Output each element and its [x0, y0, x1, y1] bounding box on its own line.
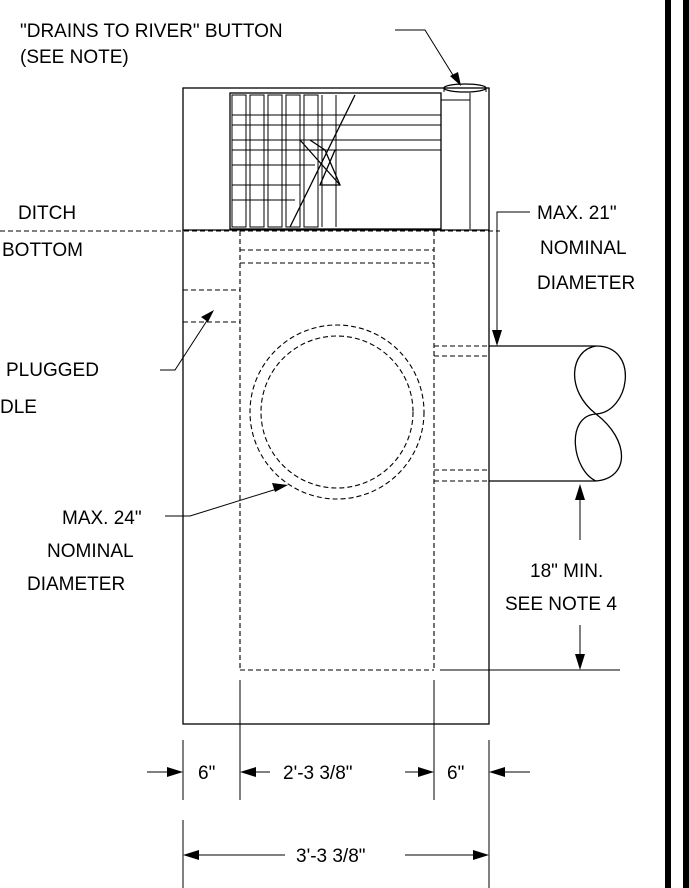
overall-width-dimension: 3'-3 3/8" [296, 846, 366, 867]
drains-button-label-1: "DRAINS TO RIVER" BUTTON [20, 21, 283, 42]
width-dimension-row [147, 680, 530, 888]
drains-button-label-2: (SEE NOTE) [20, 47, 129, 68]
min-cover-label-2: SEE NOTE 4 [505, 594, 617, 615]
min-cover-label-1: 18" MIN. [530, 561, 603, 582]
right-wall-dimension: 6" [447, 763, 464, 784]
inner-chamber-hidden [239, 231, 435, 671]
basin-outline [182, 87, 490, 725]
inlet-pipe-hidden [249, 324, 425, 500]
grate-bars [231, 94, 441, 228]
leader-drains-button [395, 29, 461, 86]
grate-frame [229, 92, 471, 230]
inlet-label-2: NOMINAL [47, 541, 134, 562]
inlet-label-3: DIAMETER [27, 574, 125, 595]
outlet-label-2: NOMINAL [540, 238, 627, 259]
plugged-label-2: DLE [0, 397, 37, 418]
inlet-label-1: MAX. 24" [62, 508, 142, 529]
plugged-label-1: PLUGGED [6, 360, 99, 381]
outlet-label-1: MAX. 21" [537, 203, 617, 224]
outlet-pipe [434, 345, 627, 482]
leader-plugged-hole [160, 310, 214, 371]
ditch-label-2: BOTTOM [2, 240, 83, 261]
left-wall-dimension: 6" [198, 763, 215, 784]
inner-width-dimension: 2'-3 3/8" [283, 763, 353, 784]
leader-outlet-diameter [492, 211, 530, 346]
ditch-label-1: DITCH [18, 203, 76, 224]
plugged-hole-hidden [183, 289, 240, 323]
outlet-label-3: DIAMETER [537, 273, 635, 294]
min-cover-dimension [440, 484, 620, 671]
drains-to-river-button [443, 83, 487, 93]
drawing-border-inner [671, 0, 683, 888]
leader-inlet-diameter [165, 483, 288, 517]
